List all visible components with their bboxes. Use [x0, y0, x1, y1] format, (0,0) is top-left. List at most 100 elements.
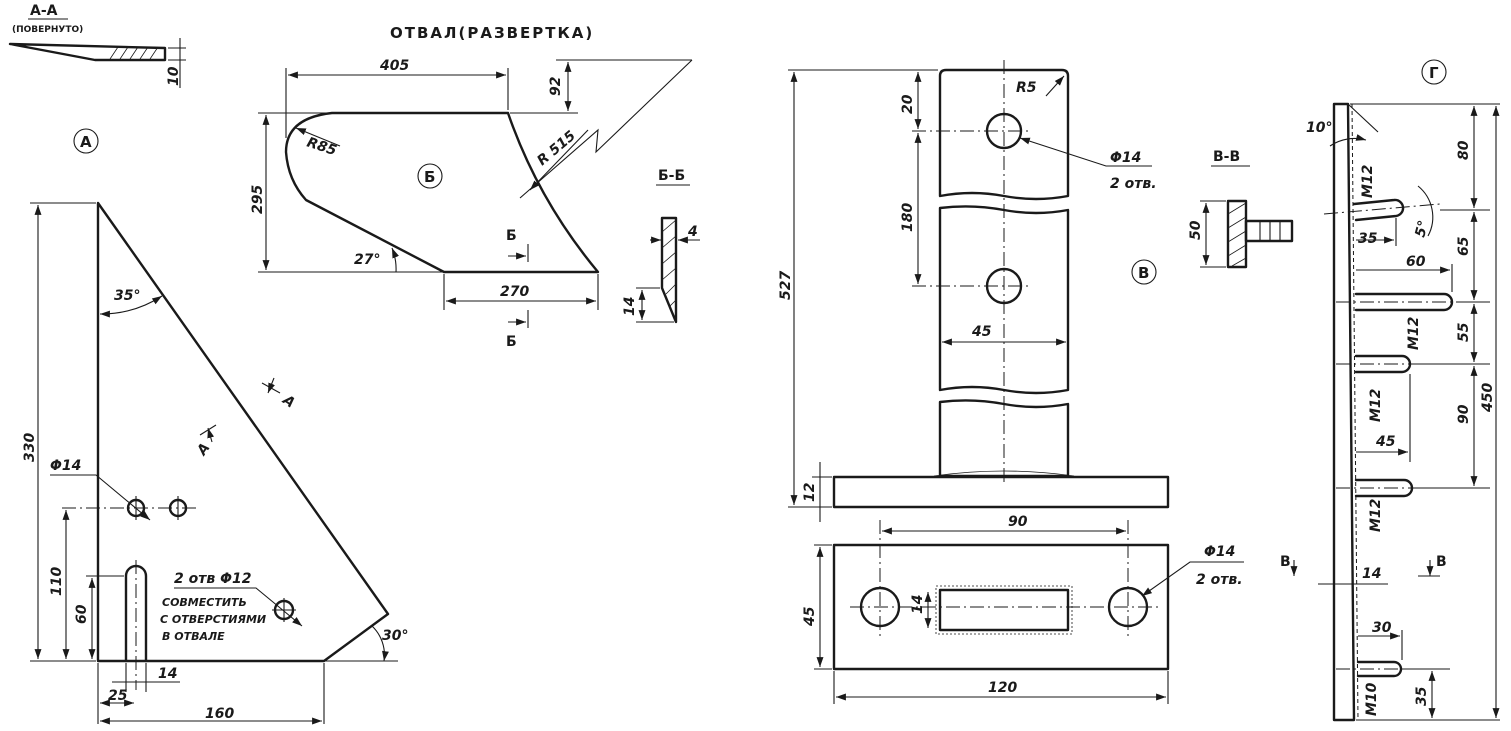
- part-g-thread-4: M12: [1368, 499, 1384, 532]
- section-bb-label: Б-Б: [658, 168, 685, 184]
- section-bb: Б-Б 4 14: [622, 168, 700, 324]
- section-aa-hatch: [109, 46, 159, 60]
- section-vv-stud: [1244, 219, 1294, 243]
- part-v-marker: В: [1138, 264, 1149, 282]
- part-a-dim-hole-height-label: 110: [49, 567, 65, 596]
- part-v-radius-leader: [1045, 75, 1065, 97]
- section-vv-hatch: [1227, 202, 1247, 267]
- section-bb-height: 14: [622, 297, 638, 316]
- part-v-base-hole-dia: Φ14: [1204, 544, 1235, 560]
- part-g-gap-2: 55: [1456, 322, 1472, 342]
- section-aa: А-А (ПОВЕРНУТО) 10: [8, 3, 186, 88]
- part-a-dim-base-label: 160: [205, 706, 234, 722]
- part-b-cut-bot: Б: [506, 334, 517, 350]
- part-v-base-hole-leader: [1141, 561, 1244, 597]
- part-a-marker: А: [80, 133, 92, 151]
- part-g-stud-1: [1352, 198, 1405, 222]
- part-g-gap-3: 90: [1456, 404, 1472, 424]
- part-a-angle-bottom: 30°: [382, 628, 408, 644]
- section-vv-dim: 50: [1188, 220, 1204, 240]
- part-g-angle-leader: [1347, 103, 1379, 133]
- part-g-total: 450: [1480, 383, 1496, 413]
- part-v-dim-spacing-label: 180: [900, 203, 916, 232]
- part-a-cut-arrow-2: [207, 427, 215, 443]
- part-b-outline: [284, 111, 600, 274]
- part-g-bottom: 35: [1414, 686, 1430, 706]
- part-a-cut-label-2: А: [194, 440, 214, 459]
- part-g-stud-len-4: 30: [1372, 620, 1392, 636]
- part-b-dim-height-label: 295: [250, 185, 266, 214]
- part-a: А 330 35° А А Φ14 110 60: [22, 128, 408, 725]
- part-g-thickness: 14: [1362, 566, 1381, 582]
- part-a-hole-leader: [50, 474, 151, 521]
- part-g-ctr-1: [1323, 203, 1441, 215]
- part-v-dim-width-label: 45: [971, 324, 992, 340]
- part-v-base-plate: [832, 475, 1170, 509]
- section-aa-note: (ПОВЕРНУТО): [12, 25, 83, 35]
- part-a-dim-slot-height-label: 60: [74, 604, 90, 624]
- part-a-note-leader: [174, 587, 303, 627]
- part-g-dim-top-label: 80: [1456, 140, 1472, 160]
- part-v-dim-base-length-label: 120: [988, 680, 1017, 696]
- part-v-dim-base-width-label: 45: [802, 606, 818, 627]
- part-b-angle-arc: [391, 247, 399, 273]
- part-v-marker-circle: [1131, 259, 1157, 285]
- part-v-base-slot-weld: [935, 585, 1073, 635]
- part-v-top-segment: [938, 68, 1070, 201]
- part-g-stud-len-1: 35: [1358, 231, 1378, 247]
- part-a-cut-arrow-1: [267, 377, 275, 394]
- section-vv-label: В-В: [1213, 149, 1240, 165]
- part-a-note-line4: В ОТВАЛЕ: [162, 630, 225, 643]
- part-g-marker-circle: [1421, 59, 1447, 85]
- part-a-dim-slot-offset-label: 25: [108, 688, 128, 704]
- section-vv-cut-left: В: [1280, 554, 1291, 570]
- part-b-angle: 27°: [354, 252, 380, 268]
- part-b-dim-bottom-label: 270: [500, 284, 529, 300]
- part-v: R5 Φ14 2 отв. 527 20 180 45 12: [778, 60, 1244, 704]
- section-bb-hatch: [661, 219, 677, 307]
- part-v-hole-leader: [1019, 137, 1152, 167]
- part-v-bottom-segment: [938, 399, 1070, 478]
- part-a-slot: [124, 564, 148, 663]
- part-g-marker: Г: [1429, 64, 1439, 82]
- part-g: Г 10° M12 35 5° 60 M12 M12 45 M12: [1280, 59, 1500, 722]
- section-vv-block: [1226, 199, 1248, 269]
- part-a-angle-top-arc: [99, 295, 163, 318]
- part-g-stud-5: [1356, 660, 1403, 678]
- section-aa-label: А-А: [30, 3, 58, 19]
- part-b-dim-offset-label: 92: [548, 77, 564, 96]
- part-b-r515-leader: [529, 129, 589, 191]
- part-v-base-slot: [938, 588, 1070, 632]
- part-a-angle-top: 35°: [114, 288, 140, 304]
- part-a-angle-bottom-arc: [371, 625, 389, 662]
- part-v-dim-total-label: 527: [778, 271, 794, 300]
- part-a-hole-dia: Φ14: [50, 458, 81, 474]
- section-bb-thickness: 4: [687, 224, 698, 240]
- part-g-tilt: 5°: [1412, 219, 1432, 239]
- part-g-angle-arc: [1329, 134, 1367, 147]
- part-b-break-line: [519, 59, 693, 199]
- part-v-mid-segment: [938, 205, 1070, 395]
- part-v-dim-base-holes-label: 90: [1008, 514, 1028, 530]
- section-aa-dim: 10: [166, 66, 182, 86]
- section-aa-profile: [8, 42, 167, 62]
- part-v-base-hole-count: 2 отв.: [1196, 572, 1243, 588]
- part-v-hole-dia: Φ14: [1110, 150, 1141, 166]
- part-g-tilt-arc: [1417, 185, 1434, 237]
- part-a-note-line3: С ОТВЕРСТИЯМИ: [160, 613, 266, 626]
- part-v-radius: R5: [1016, 80, 1037, 96]
- part-a-dim-height-label: 330: [22, 433, 38, 462]
- part-b-marker-circle: [417, 163, 443, 189]
- part-g-stud-len-3: 45: [1375, 434, 1396, 450]
- part-a-cut-label-1: А: [279, 392, 298, 412]
- part-v-dim-slot-label: 14: [910, 595, 926, 614]
- part-a-note-line1: 2 отв Φ12: [174, 571, 251, 587]
- part-g-gap-1: 65: [1456, 236, 1472, 256]
- part-g-stud-len-2: 60: [1406, 254, 1426, 270]
- part-v-dim-top-label: 20: [900, 94, 916, 114]
- part-b-r85-leader: [295, 127, 341, 147]
- part-b-radius-small: R85: [305, 135, 339, 160]
- part-v-hole-count: 2 отв.: [1110, 176, 1157, 192]
- part-g-thread-1: M12: [1360, 165, 1376, 198]
